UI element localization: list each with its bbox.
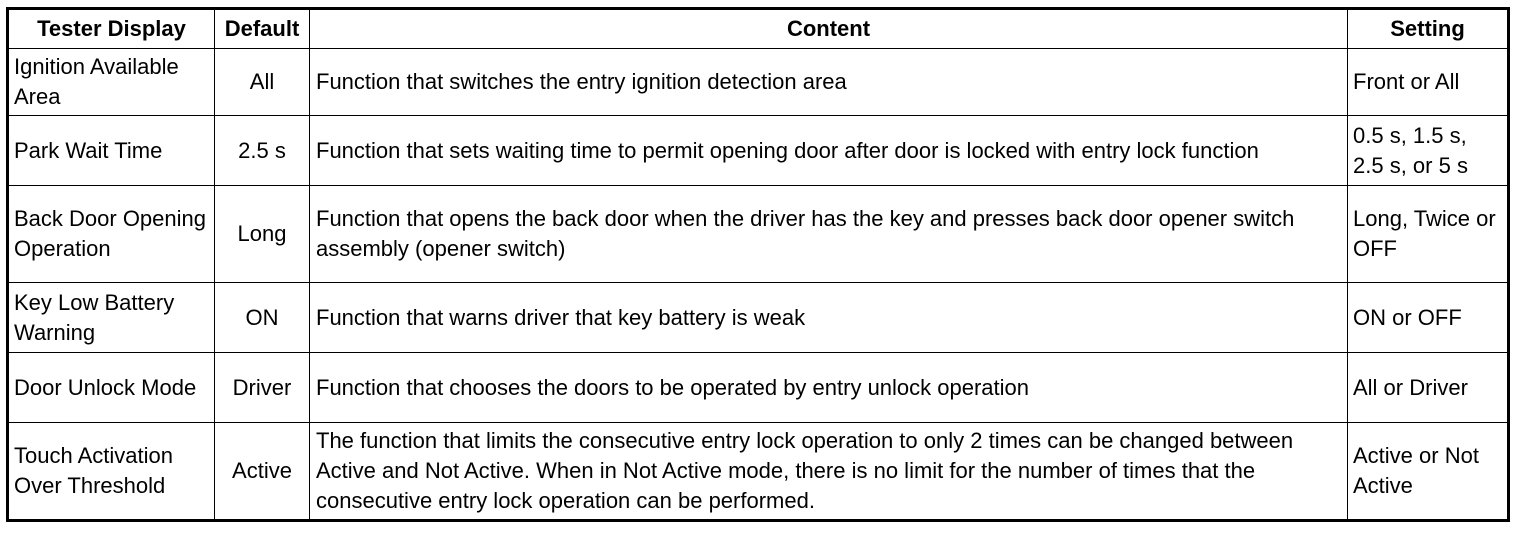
content-cell: Function that switches the entry ignitio… bbox=[309, 48, 1348, 116]
setting-cell: Long, Twice or OFF bbox=[1347, 185, 1509, 283]
table-row: Ignition Available Area All Function tha… bbox=[7, 48, 1509, 116]
header-setting: Setting bbox=[1347, 8, 1509, 49]
table-row: Back Door Opening Operation Long Functio… bbox=[7, 185, 1509, 283]
table-row: Park Wait Time 2.5 s Function that sets … bbox=[7, 115, 1509, 186]
default-cell: Driver bbox=[214, 352, 310, 423]
setting-cell: Front or All bbox=[1347, 48, 1509, 116]
header-row: Tester Display Default Content Setting bbox=[7, 8, 1509, 49]
default-cell: All bbox=[214, 48, 310, 116]
default-cell: Active bbox=[214, 422, 310, 521]
customization-table: Tester Display Default Content Setting I… bbox=[6, 7, 1510, 522]
tester-display-cell: Park Wait Time bbox=[7, 115, 215, 186]
content-cell: Function that warns driver that key batt… bbox=[309, 282, 1348, 353]
setting-cell: All or Driver bbox=[1347, 352, 1509, 423]
tester-display-cell: Touch Activation Over Threshold bbox=[7, 422, 215, 521]
content-cell: Function that chooses the doors to be op… bbox=[309, 352, 1348, 423]
header-content: Content bbox=[309, 8, 1348, 49]
table-row: Touch Activation Over Threshold Active T… bbox=[7, 422, 1509, 521]
header-tester-display: Tester Display bbox=[7, 8, 215, 49]
default-cell: ON bbox=[214, 282, 310, 353]
default-cell: 2.5 s bbox=[214, 115, 310, 186]
setting-cell: 0.5 s, 1.5 s, 2.5 s, or 5 s bbox=[1347, 115, 1509, 186]
setting-cell: ON or OFF bbox=[1347, 282, 1509, 353]
header-default: Default bbox=[214, 8, 310, 49]
table-row: Key Low Battery Warning ON Function that… bbox=[7, 282, 1509, 353]
content-cell: Function that sets waiting time to permi… bbox=[309, 115, 1348, 186]
default-cell: Long bbox=[214, 185, 310, 283]
tester-display-cell: Ignition Available Area bbox=[7, 48, 215, 116]
tester-display-cell: Key Low Battery Warning bbox=[7, 282, 215, 353]
content-cell: Function that opens the back door when t… bbox=[309, 185, 1348, 283]
setting-cell: Active or Not Active bbox=[1347, 422, 1509, 521]
tester-display-cell: Back Door Opening Operation bbox=[7, 185, 215, 283]
table-row: Door Unlock Mode Driver Function that ch… bbox=[7, 352, 1509, 423]
content-cell: The function that limits the consecutive… bbox=[309, 422, 1348, 521]
tester-display-cell: Door Unlock Mode bbox=[7, 352, 215, 423]
